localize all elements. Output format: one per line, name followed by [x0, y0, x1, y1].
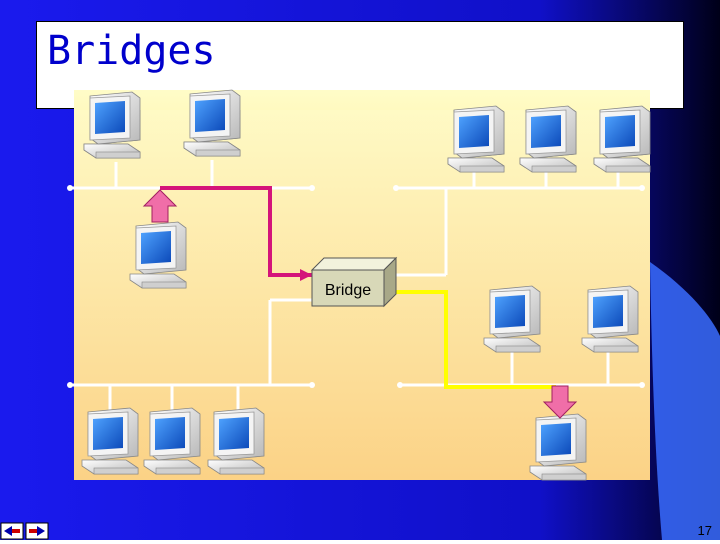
computer-icon — [447, 105, 505, 168]
slide-number: 17 — [697, 523, 712, 538]
computer-icon — [581, 285, 639, 353]
slide-title: Bridges — [47, 28, 216, 74]
computer-icon — [483, 285, 541, 353]
top-computers-overlay — [83, 89, 650, 168]
magenta-path — [160, 186, 312, 277]
computer-icon — [183, 89, 241, 157]
computer-icon — [143, 407, 201, 475]
computer-icon — [207, 407, 265, 475]
computer-icon — [129, 221, 187, 289]
up-arrow-icon — [142, 189, 178, 223]
computer-icon — [83, 91, 141, 159]
yellow-path — [396, 290, 556, 389]
wire-terminators — [67, 185, 645, 388]
bridge-box: Bridge — [310, 256, 398, 308]
down-arrow-icon — [542, 385, 578, 419]
computer-icon — [81, 407, 139, 475]
bridge-label: Bridge — [325, 282, 371, 299]
computer-icon — [593, 105, 650, 168]
computer-icon — [519, 105, 577, 168]
nav-buttons[interactable] — [0, 522, 49, 540]
computer-icon — [529, 413, 587, 481]
